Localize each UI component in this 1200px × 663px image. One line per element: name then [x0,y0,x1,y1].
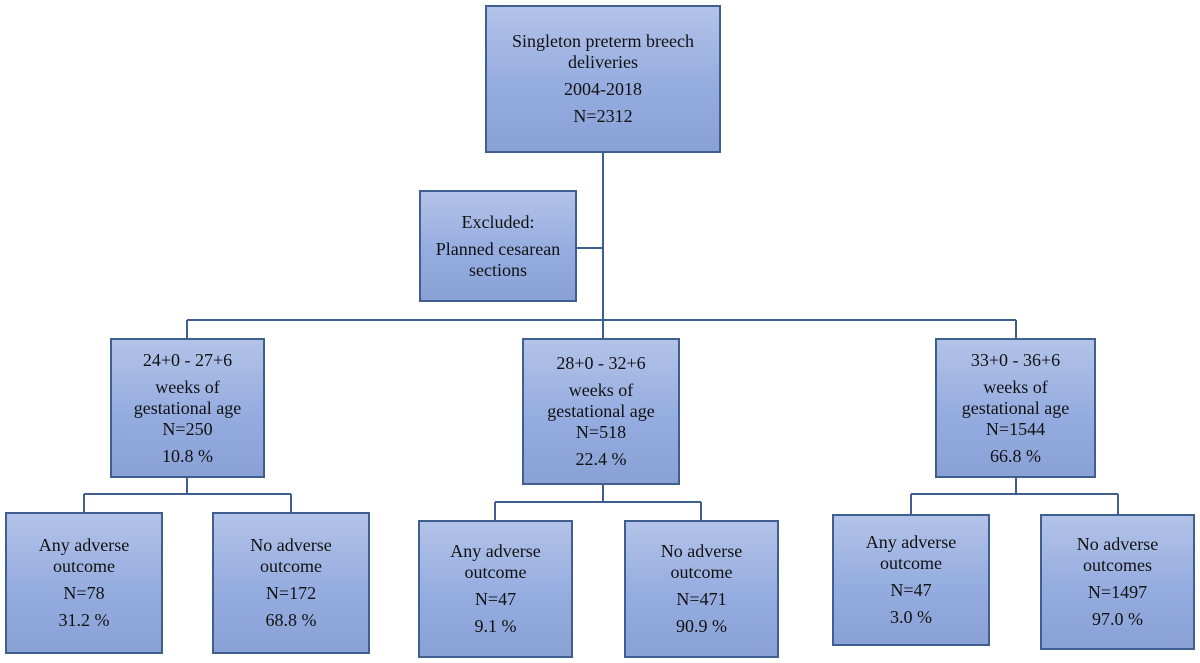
group-desc-line2: gestational age [547,401,655,421]
root-title-line2: deliveries [568,52,638,72]
group-desc-line1: weeks of [983,376,1048,397]
group-range: 24+0 - 27+6 [142,349,233,370]
group-box-3: 33+0 - 36+6 weeks of gestational age N=1… [935,338,1096,478]
outcome-label-line1: Any adverse [38,535,130,555]
group-desc-line2: gestational age [133,397,242,418]
group-range: 33+0 - 36+6 [970,349,1061,370]
outcome-count: N=1497 [1087,582,1148,602]
outcome-percent: 9.1 % [474,616,517,636]
outcome-percent: 97.0 % [1092,609,1143,629]
group-box-2: 28+0 - 32+6 weeks of gestational age N=5… [522,338,680,485]
outcome-label-line2: outcome [880,553,942,573]
outcome-percent: 31.2 % [58,610,110,630]
group-desc-line1: weeks of [155,376,220,397]
root-years: 2004-2018 [564,79,642,99]
outcome-label-line2: outcome [53,556,115,576]
outcome-label-line2: outcome [464,562,527,582]
root-count: N=2312 [573,106,633,126]
outcome-label-line2: outcome [670,562,733,582]
outcome-count: N=47 [890,580,932,600]
group-box-1: 24+0 - 27+6 weeks of gestational age N=2… [110,338,265,478]
root-title-line1: Singleton preterm breech [512,31,694,51]
outcome-box-3-any: Any adverse outcome N=47 3.0 % [832,514,990,646]
group-count: N=518 [575,422,627,442]
outcome-label-line1: No adverse [250,535,332,555]
outcome-count: N=47 [474,589,517,609]
outcome-label-line1: Any adverse [450,541,541,561]
group-desc-line2: gestational age [961,397,1070,418]
outcome-box-3-no: No adverse outcomes N=1497 97.0 % [1040,514,1195,650]
outcome-count: N=471 [676,589,727,609]
outcome-box-2-no: No adverse outcome N=471 90.9 % [624,520,779,658]
group-percent: 66.8 % [990,445,1041,466]
outcome-label-line1: No adverse [660,541,743,561]
excluded-label: Excluded: [461,211,535,232]
outcome-label-line2: outcome [260,556,322,576]
excluded-reason-line2: sections [469,259,527,280]
outcome-percent: 3.0 % [890,607,932,627]
outcome-percent: 68.8 % [265,610,317,630]
group-count: N=1544 [985,418,1046,439]
group-percent: 10.8 % [162,445,213,466]
outcome-percent: 90.9 % [676,616,727,636]
root-box: Singleton preterm breech deliveries 2004… [485,5,721,153]
outcome-box-1-no: No adverse outcome N=172 68.8 % [212,512,370,654]
outcome-label-line1: No adverse [1076,534,1159,554]
outcome-count: N=172 [265,583,317,603]
group-range: 28+0 - 32+6 [556,353,646,373]
outcome-label-line2: outcomes [1083,555,1152,575]
outcome-box-2-any: Any adverse outcome N=47 9.1 % [418,520,573,658]
excluded-reason-line1: Planned cesarean [435,238,561,259]
outcome-label-line1: Any adverse [865,532,957,552]
outcome-box-1-any: Any adverse outcome N=78 31.2 % [5,512,163,654]
group-desc-line1: weeks of [568,380,634,400]
group-count: N=250 [162,418,213,439]
group-percent: 22.4 % [575,449,627,469]
excluded-box: Excluded: Planned cesarean sections [419,190,577,302]
outcome-count: N=78 [63,583,105,603]
